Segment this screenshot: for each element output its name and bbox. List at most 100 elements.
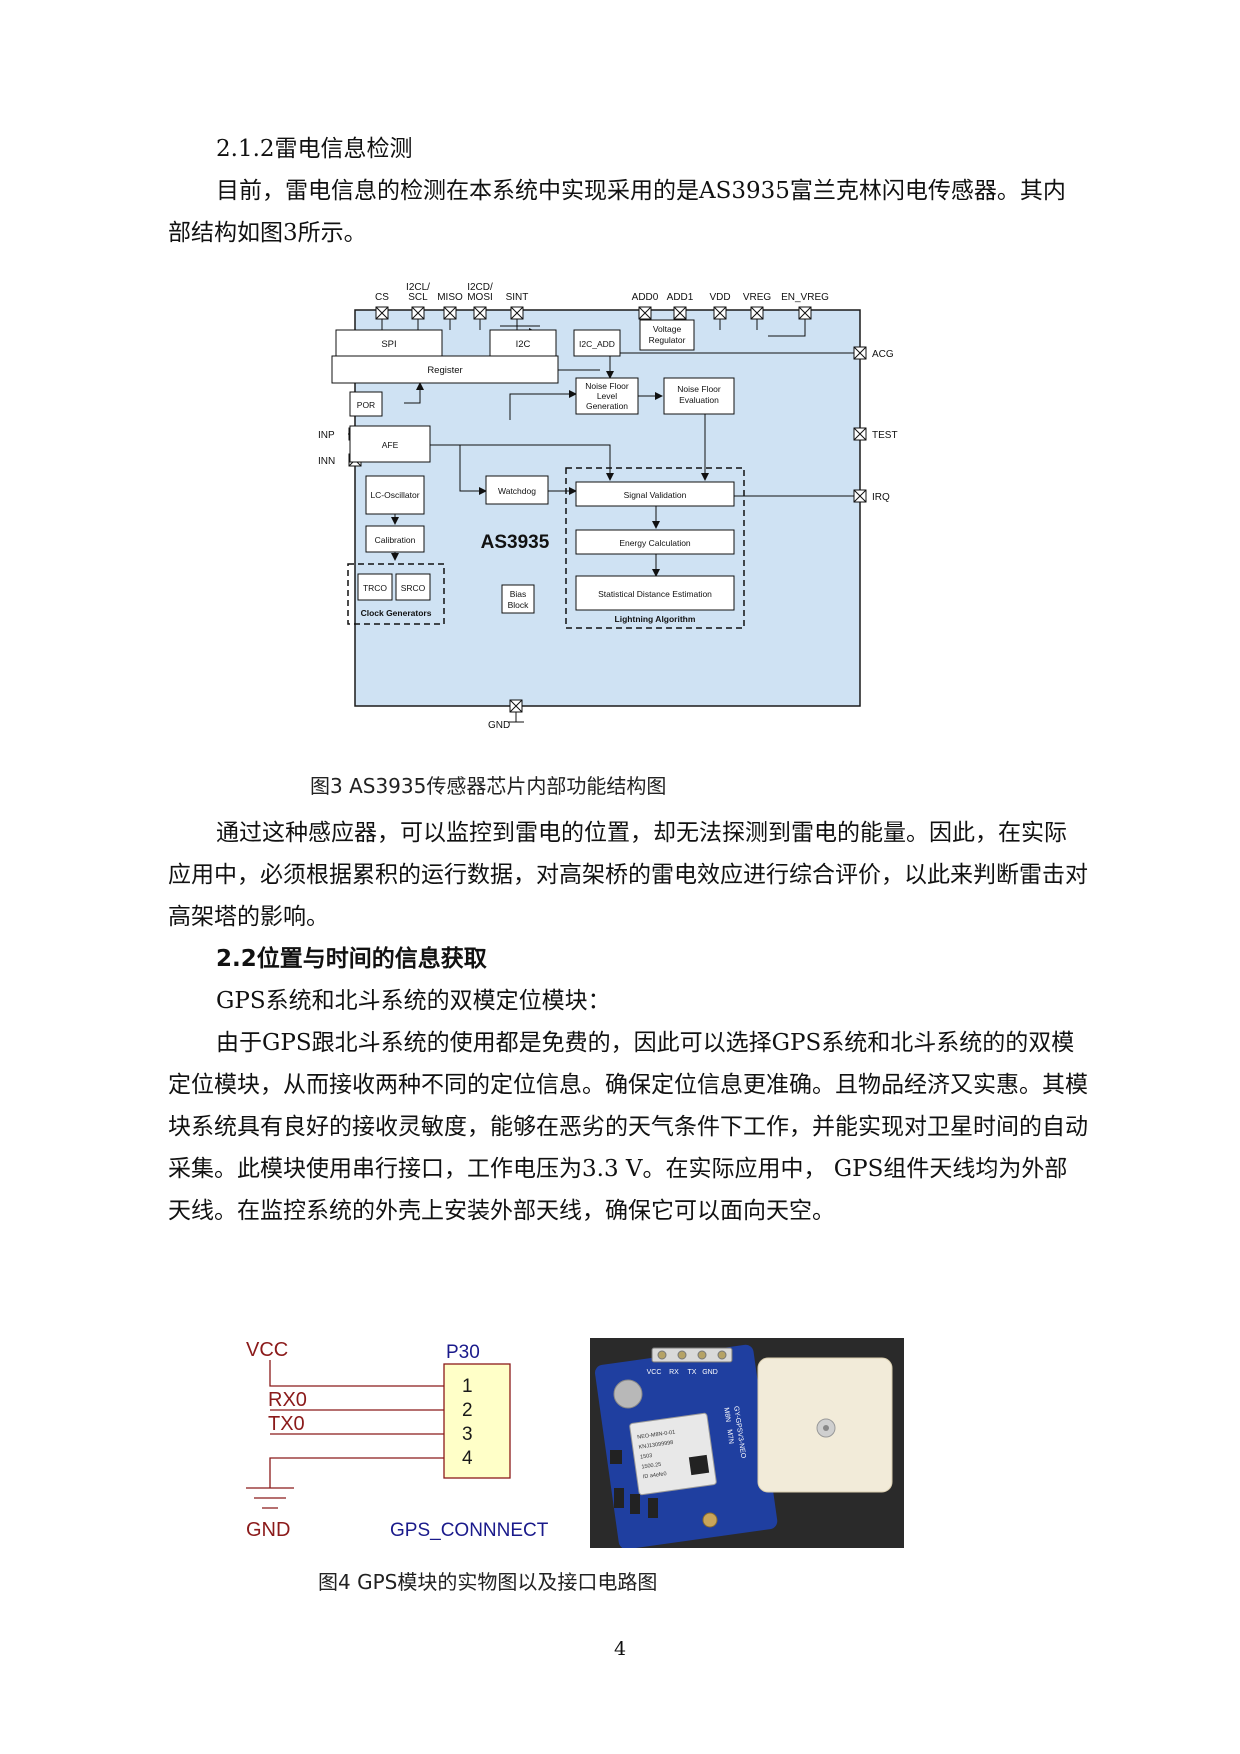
- pin-label-miso: MISO: [437, 292, 463, 303]
- backup-battery: [613, 1379, 643, 1409]
- statistical-distance-block: [575, 575, 735, 611]
- srco-label: SRCO: [401, 583, 426, 593]
- trco-block: [357, 573, 393, 601]
- figure-4-caption: 图4 GPS模块的实物图以及接口电路图: [318, 1570, 658, 1594]
- as3935-block-diagram: CS I2CL/ SCL MISO I2CD/ MOSI SINT ADD0 A…: [318, 282, 898, 731]
- watchdog-label: Watchdog: [498, 486, 536, 496]
- chip-name: AS3935: [481, 532, 550, 553]
- pin-vreg: [750, 306, 764, 320]
- pin-add0: [638, 306, 652, 320]
- pin-label-acg: ACG: [872, 349, 894, 360]
- energy-calc-label: Energy Calculation: [619, 538, 691, 548]
- section-2-2-paragraph-1: 由于GPS跟北斗系统的使用都是免费的，因此可以选择GPS系统和北斗系统的的双模定…: [168, 1030, 1088, 1224]
- i2c-add-block: [573, 329, 621, 357]
- pin-label-cs: CS: [375, 292, 389, 303]
- chip-text-2: KNJ13099998: [638, 1440, 673, 1451]
- p30-connector: [443, 1363, 511, 1479]
- lc-oscillator-block: [365, 475, 425, 515]
- pin-vdd: [713, 306, 727, 320]
- section-2-1-2-paragraph-1: 目前，雷电信息的检测在本系统中实现采用的是AS3935富兰克林闪电传感器。其内部…: [168, 178, 1066, 246]
- pin-test: [853, 427, 867, 441]
- pin-label-mosi: MOSI: [467, 292, 493, 303]
- noise-floor-level-block: [575, 377, 639, 415]
- clock-generators-group: [347, 563, 445, 625]
- pin-label-vdd: VDD: [709, 292, 730, 303]
- pin-acg: [853, 346, 867, 360]
- noise-eval-label-1: Noise Floor: [677, 384, 721, 394]
- stat-dist-label: Statistical Distance Estimation: [598, 589, 712, 599]
- section-2-1-2-title: 2.1.2雷电信息检测: [216, 136, 413, 162]
- voltage-regulator-block: [639, 319, 695, 351]
- net-name-label: GPS_CONNNECT: [390, 1520, 549, 1541]
- i2c-add-label: I2C_ADD: [579, 339, 615, 349]
- gnd-label: GND: [246, 1519, 290, 1541]
- vcc-wire: [269, 1360, 444, 1387]
- side-label-3: M7N: [725, 1429, 734, 1445]
- calibration-label: Calibration: [375, 535, 416, 545]
- afe-block: [349, 425, 431, 463]
- chip-text-4: 1500.25: [641, 1462, 662, 1471]
- spi-block: [335, 329, 443, 357]
- page-number: 4: [613, 1638, 627, 1660]
- smd-components: [610, 1450, 658, 1518]
- energy-calculation-block: [575, 529, 735, 555]
- connector-pin-2: 2: [462, 1400, 473, 1421]
- i2c-label: I2C: [516, 339, 531, 350]
- srco-block: [395, 573, 431, 601]
- signal-validation-block: [575, 481, 735, 507]
- clock-gen-label: Clock Generators: [361, 608, 432, 618]
- gps-module-photo: VCC RX TX GND NEO-M8N-0-01 KNJ13099998 1…: [590, 1338, 904, 1548]
- pin-label-vreg: VREG: [743, 292, 772, 303]
- tx-label: TX0: [268, 1413, 305, 1435]
- register-label: Register: [427, 365, 462, 376]
- pin-add1: [673, 306, 687, 320]
- lightning-algorithm-group: [565, 467, 745, 629]
- trco-label: TRCO: [363, 583, 387, 593]
- spi-label: SPI: [381, 339, 396, 350]
- pin-sint: [510, 306, 524, 320]
- pin-miso: [443, 306, 457, 320]
- i2c-block: [489, 329, 557, 357]
- gps-interface-schematic: VCC RX0 TX0 GND P30 GPS_CONNNECT 1 2 3 4: [246, 1339, 549, 1541]
- connector-pin-1: 1: [462, 1376, 473, 1397]
- pin-label-scl: SCL: [408, 292, 428, 303]
- lightning-algo-label: Lightning Algorithm: [615, 614, 696, 624]
- pin-label-test: TEST: [872, 430, 898, 441]
- pin-label-inp: INP: [318, 430, 335, 441]
- pin-irq: [853, 489, 867, 503]
- pin-label-irq: IRQ: [872, 492, 890, 503]
- header-label-tx: TX: [688, 1369, 697, 1376]
- lc-osc-label: LC-Oscillator: [370, 490, 419, 500]
- chip-text-3: 1503: [640, 1453, 653, 1461]
- pin-label-inn: INN: [318, 456, 335, 467]
- noise-level-label-1: Noise Floor: [585, 381, 629, 391]
- chip-text-1: NEO-M8N-0-01: [637, 1430, 676, 1441]
- pin-label-i2cd: I2CD/: [467, 282, 493, 293]
- bias-block: [501, 584, 535, 614]
- pin-label-en-vreg: EN_VREG: [781, 292, 829, 303]
- pin-label-sint: SINT: [506, 292, 529, 303]
- bias-label-1: Bias: [510, 589, 527, 599]
- qr-code: [688, 1454, 710, 1476]
- afe-label: AFE: [382, 440, 399, 450]
- por-block: [349, 391, 383, 417]
- rx-label: RX0: [268, 1389, 307, 1411]
- connector-pin-4: 4: [462, 1448, 473, 1469]
- signal-validation-label: Signal Validation: [624, 490, 687, 500]
- p30-label: P30: [446, 1342, 480, 1363]
- pin-label-add1: ADD1: [667, 292, 694, 303]
- antenna-connector: [702, 1512, 718, 1528]
- section-2-2-subtitle: GPS系统和北斗系统的双模定位模块：: [216, 988, 611, 1014]
- chip-text-5: ID a4efe0: [643, 1471, 667, 1480]
- pin-label-i2cl: I2CL/: [406, 282, 430, 293]
- figure-3-caption: 图3 AS3935传感器芯片内部功能结构图: [310, 774, 667, 798]
- section-2-2-title: 2.2位置与时间的信息获取: [216, 946, 487, 972]
- calibration-block: [365, 525, 425, 553]
- pin-gnd: [509, 699, 523, 713]
- voltage-regulator-label-2: Regulator: [649, 335, 686, 345]
- pin-label-add0: ADD0: [632, 292, 659, 303]
- connector-pin-3: 3: [462, 1424, 473, 1445]
- gnd-wire: [269, 1457, 444, 1488]
- vcc-label: VCC: [246, 1339, 288, 1361]
- pin-label-gnd: GND: [488, 720, 510, 731]
